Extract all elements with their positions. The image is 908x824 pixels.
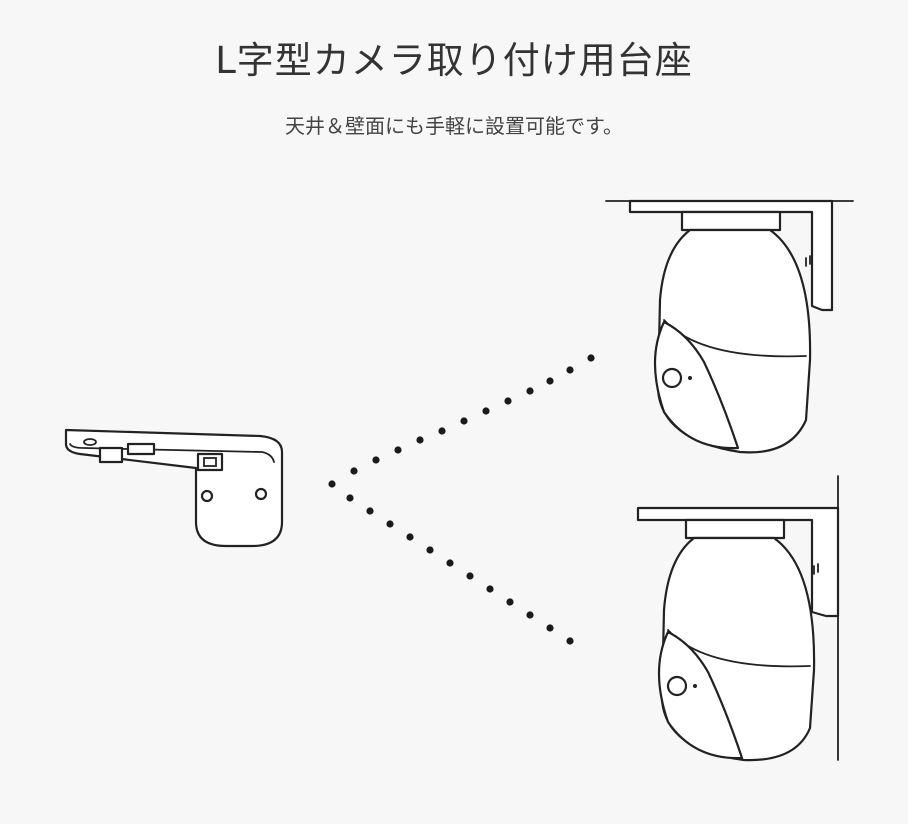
page-title: L字型カメラ取り付け用台座 — [215, 39, 693, 82]
connector-dots — [328, 354, 595, 645]
l-bracket-illustration — [64, 428, 284, 548]
camera-ceiling-mount-illustration — [605, 199, 854, 454]
camera-wall-mount-illustration — [636, 475, 840, 762]
page-subtitle: 天井＆壁面にも手軽に設置可能です。 — [285, 114, 623, 138]
